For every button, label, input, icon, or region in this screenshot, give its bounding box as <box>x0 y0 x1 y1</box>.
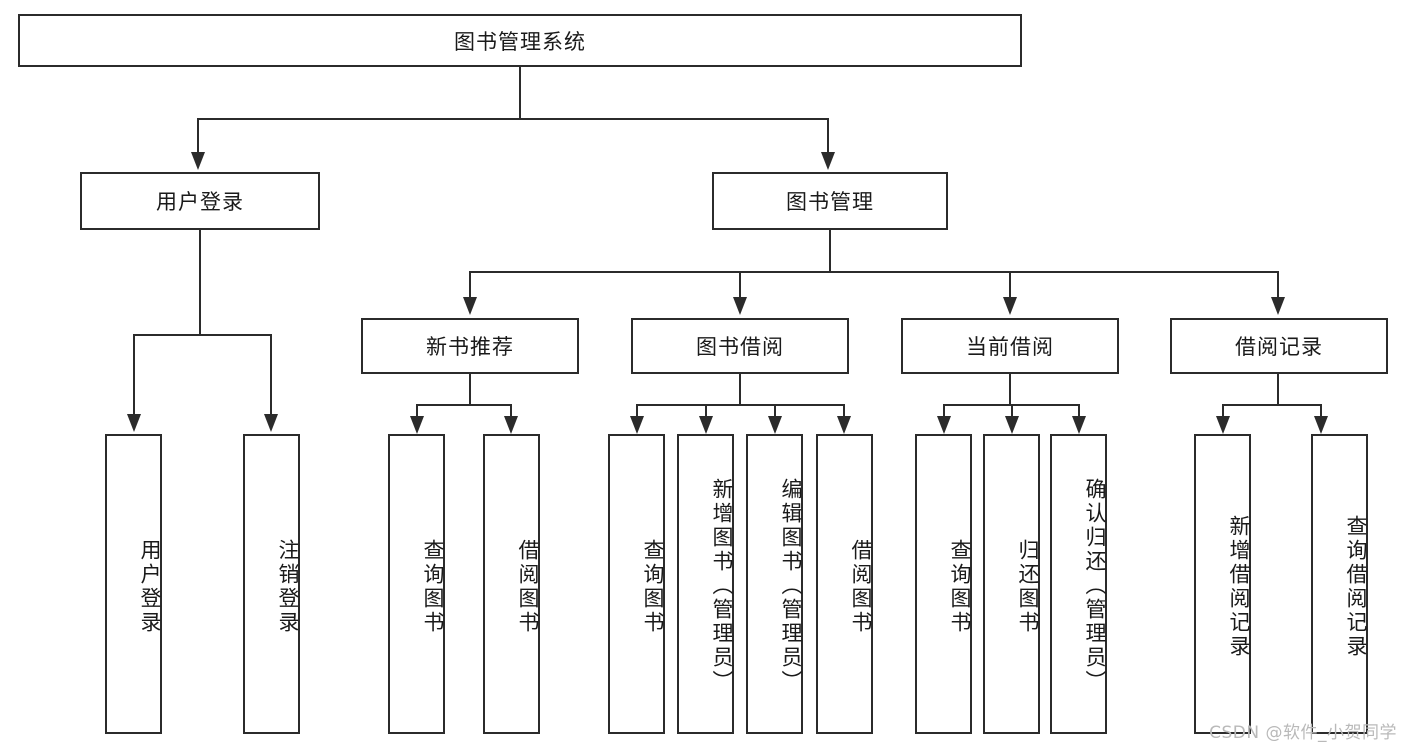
edge-book-borrow-to-leaf-1 <box>636 404 638 421</box>
edge-new-book-trunk <box>469 374 471 405</box>
leaf-new-book-borrow-book[interactable]: 借阅图书 <box>483 434 540 734</box>
arrow-book-manage-to-book-borrow <box>733 297 747 315</box>
edge-book-borrow-to-leaf-4 <box>843 404 845 421</box>
leaf-book-borrow-add-book-admin[interactable]: 新增图书（管理员） <box>677 434 734 734</box>
edge-book-borrow-distributor <box>636 404 844 406</box>
edge-new-book-to-leaf-1 <box>416 404 418 421</box>
edge-book-manage-to-current-borrow <box>1009 271 1011 301</box>
edge-new-book-to-leaf-2 <box>510 404 512 421</box>
leaf-current-borrow-confirm-return-admin[interactable]: 确认归还（管理员） <box>1050 434 1107 734</box>
arrow-current-borrow-to-leaf-3 <box>1072 416 1086 434</box>
edge-borrow-records-distributor <box>1222 404 1322 406</box>
arrow-new-book-to-leaf-2 <box>504 416 518 434</box>
arrow-user-login-to-leaf-2 <box>264 414 278 432</box>
arrow-user-login-to-leaf-1 <box>127 414 141 432</box>
edge-root-distributor <box>197 118 829 120</box>
edge-borrow-records-to-leaf-1 <box>1222 404 1224 421</box>
edge-user-login-trunk <box>199 230 201 335</box>
node-borrow-records[interactable]: 借阅记录 <box>1170 318 1388 374</box>
node-book-borrow[interactable]: 图书借阅 <box>631 318 849 374</box>
leaf-book-borrow-edit-book-admin[interactable]: 编辑图书（管理员） <box>746 434 803 734</box>
edge-borrow-records-to-leaf-2 <box>1320 404 1322 421</box>
edge-current-borrow-to-leaf-1 <box>943 404 945 421</box>
arrow-book-borrow-to-leaf-1 <box>630 416 644 434</box>
edge-root-to-user-login <box>197 118 199 156</box>
edge-current-borrow-to-leaf-3 <box>1078 404 1080 421</box>
edge-book-manage-to-borrow-records <box>1277 271 1279 301</box>
edge-borrow-records-trunk <box>1277 374 1279 405</box>
arrow-current-borrow-to-leaf-1 <box>937 416 951 434</box>
edge-book-borrow-to-leaf-3 <box>774 404 776 421</box>
leaf-book-borrow-borrow-book[interactable]: 借阅图书 <box>816 434 873 734</box>
edge-user-login-to-leaf-2 <box>270 334 272 418</box>
arrow-borrow-records-to-leaf-1 <box>1216 416 1230 434</box>
leaf-book-borrow-query-book[interactable]: 查询图书 <box>608 434 665 734</box>
edge-user-login-to-leaf-1 <box>133 334 135 418</box>
csdn-watermark: CSDN @软件_小贺同学 <box>1209 723 1397 743</box>
leaf-new-book-query-book[interactable]: 查询图书 <box>388 434 445 734</box>
node-root-system[interactable]: 图书管理系统 <box>18 14 1022 67</box>
arrow-book-borrow-to-leaf-4 <box>837 416 851 434</box>
arrow-book-manage-to-new-book <box>463 297 477 315</box>
leaf-user-login-logout[interactable]: 注销登录 <box>243 434 300 734</box>
arrow-borrow-records-to-leaf-2 <box>1314 416 1328 434</box>
arrow-book-borrow-to-leaf-2 <box>699 416 713 434</box>
node-book-manage[interactable]: 图书管理 <box>712 172 948 230</box>
edge-current-borrow-distributor <box>943 404 1078 406</box>
leaf-borrow-records-add-record[interactable]: 新增借阅记录 <box>1194 434 1251 734</box>
arrow-root-to-book-manage <box>821 152 835 170</box>
leaf-borrow-records-query-record[interactable]: 查询借阅记录 <box>1311 434 1368 734</box>
edge-user-login-distributor <box>133 334 272 336</box>
edge-book-borrow-trunk <box>739 374 741 405</box>
leaf-user-login-login[interactable]: 用户登录 <box>105 434 162 734</box>
leaf-current-borrow-return-book[interactable]: 归还图书 <box>983 434 1040 734</box>
leaf-current-borrow-query-book[interactable]: 查询图书 <box>915 434 972 734</box>
edge-current-borrow-to-leaf-2 <box>1011 404 1013 421</box>
node-current-borrow[interactable]: 当前借阅 <box>901 318 1119 374</box>
edge-book-manage-to-book-borrow <box>739 271 741 301</box>
edge-book-manage-trunk <box>829 230 831 272</box>
edge-root-to-book-manage <box>827 118 829 156</box>
edge-root-trunk <box>519 67 521 119</box>
edge-book-manage-distributor <box>469 271 1279 273</box>
edge-book-borrow-to-leaf-2 <box>705 404 707 421</box>
edge-new-book-distributor <box>416 404 512 406</box>
edge-current-borrow-trunk <box>1009 374 1011 405</box>
edge-book-manage-to-new-book <box>469 271 471 301</box>
arrow-current-borrow-to-leaf-2 <box>1005 416 1019 434</box>
node-user-login[interactable]: 用户登录 <box>80 172 320 230</box>
arrow-book-manage-to-borrow-records <box>1271 297 1285 315</box>
arrow-book-borrow-to-leaf-3 <box>768 416 782 434</box>
arrow-new-book-to-leaf-1 <box>410 416 424 434</box>
arrow-root-to-user-login <box>191 152 205 170</box>
arrow-book-manage-to-current-borrow <box>1003 297 1017 315</box>
node-new-book-recommend[interactable]: 新书推荐 <box>361 318 579 374</box>
